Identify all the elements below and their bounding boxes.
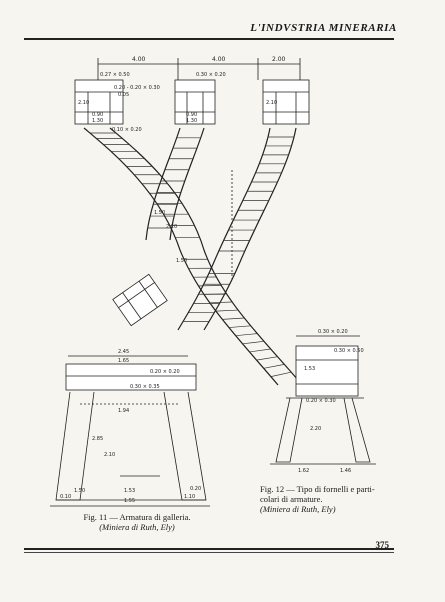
dim-left-box-1: 0.20 - 0.20 × 0.30 — [114, 85, 160, 91]
dim-top-3: 2.00 — [272, 56, 286, 63]
figure-12-title-cont: colari di armature. — [260, 494, 323, 504]
dim-left-box-5: 1.30 — [92, 118, 103, 124]
figure-12-title: Fig. 12 — Tipo di fornelli e parti- — [260, 484, 375, 494]
figure-11-title: Fig. 11 — Armatura di galleria. — [83, 512, 191, 522]
figure-11-caption: Fig. 11 — Armatura di galleria. (Miniera… — [62, 512, 212, 532]
dim-lf-6: 2.10 — [104, 452, 115, 458]
chute-tie — [228, 325, 251, 328]
page-number: 375 — [375, 540, 390, 550]
chute-tie — [256, 356, 278, 361]
figure-11-source: (Miniera di Ruth, Ely) — [99, 522, 175, 532]
chute-tie — [242, 340, 264, 345]
dim-rf-2: 0.20 × 0.30 — [306, 398, 336, 404]
dim-lf-4: 1.94 — [118, 408, 129, 414]
dim-center-0: 1.50 — [154, 210, 165, 216]
dim-left-box-4: 0.90 — [92, 112, 103, 118]
dim-left-box-3: 2.10 — [78, 100, 89, 106]
figure-12-source: (Miniera di Ruth, Ely) — [260, 504, 336, 514]
dim-left-box-0: 0.27 × 0.50 — [100, 72, 130, 78]
dim-lf-12: 1.10 — [184, 494, 195, 500]
dim-top-2: 4.00 — [212, 56, 226, 63]
header-rule — [24, 38, 394, 40]
dim-lf-0: 2.45 — [118, 349, 129, 355]
dim-rf-4: 2.20 — [310, 426, 321, 432]
figure-12-caption: Fig. 12 — Tipo di fornelli e parti- cola… — [260, 484, 410, 514]
dim-center-1: 2.20 — [166, 224, 177, 230]
dim-rf-3: 1.53 — [304, 366, 315, 372]
dim-rf-1: 0.30 × 0.50 — [334, 348, 364, 354]
dim-lf-11: 0.20 — [190, 486, 201, 492]
dim-lf-1: 1.65 — [118, 358, 129, 364]
running-header: L'INDVSTRIA MINERARIA — [250, 22, 397, 34]
dim-rf-0: 0.30 × 0.20 — [318, 329, 348, 335]
chute-tie — [235, 333, 258, 337]
chute-tie — [222, 317, 245, 320]
dim-mid-box-0: 0.30 × 0.20 — [196, 72, 226, 78]
dim-mid-box-2: 1.30 — [186, 118, 197, 124]
chute-tie — [209, 301, 233, 304]
footer-rule — [24, 548, 394, 550]
dim-rf-6: 1.46 — [340, 468, 351, 474]
dim-lf-8: 1.53 — [124, 488, 135, 494]
dim-right-box-0: 2.10 — [266, 100, 277, 106]
dim-left-box-2: 0.05 — [118, 92, 129, 98]
chute-tie — [263, 364, 285, 369]
dim-left-box-6: 0.10 × 0.20 — [112, 127, 142, 133]
engineering-drawing: 4.00 4.00 2.00 0.27 × 0.50 0.20 - 0.20 ×… — [50, 56, 376, 507]
dim-lf-5: 2.85 — [92, 436, 103, 442]
dim-lf-10: 0.10 — [60, 494, 71, 500]
footer-rule-thin — [24, 552, 394, 553]
chute-tie — [249, 348, 271, 353]
dim-rf-5: 1.62 — [298, 468, 309, 474]
dim-lf-2: 0.20 × 0.20 — [150, 369, 180, 375]
chute-tie — [215, 309, 239, 312]
dim-lf-7: 1.50 — [74, 488, 85, 494]
dim-lf-3: 0.30 × 0.35 — [130, 384, 160, 390]
dim-mid-box-1: 0.90 — [186, 112, 197, 118]
dim-top-1: 4.00 — [132, 56, 146, 63]
dim-center-2: 1.50 — [176, 258, 187, 264]
chute-tie — [270, 371, 292, 377]
dim-lf-9: 1.55 — [124, 498, 135, 504]
